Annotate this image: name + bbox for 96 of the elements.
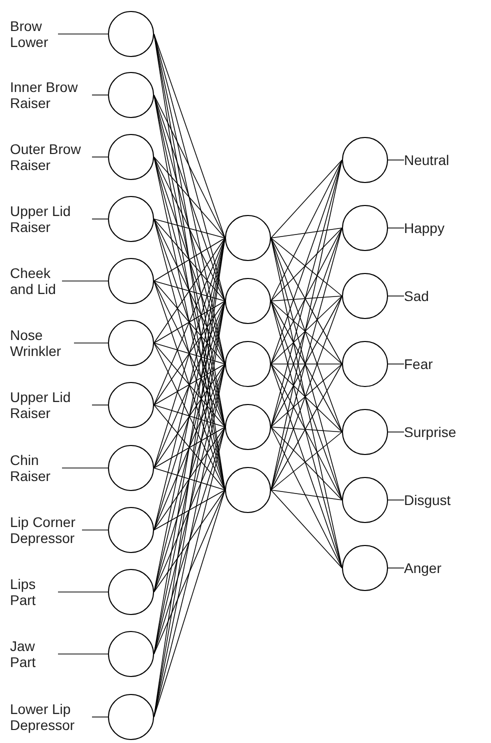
connection-line (154, 300, 226, 406)
neuron-circle (108, 507, 154, 553)
connection-line (154, 218, 226, 302)
node-label: Brow Lower (10, 18, 56, 50)
neuron-circle (108, 320, 154, 366)
neuron-circle (108, 196, 154, 242)
connection-line (154, 280, 226, 364)
leader-line (92, 156, 108, 158)
node-label: Lip Corner Depressor (10, 514, 80, 546)
leader-line (92, 94, 108, 96)
leader-line (92, 716, 108, 718)
node-label: Neutral (404, 152, 450, 168)
neuron-circle (108, 258, 154, 304)
connection-line (154, 404, 226, 490)
neuron-circle (225, 215, 271, 261)
connection-line (154, 238, 226, 344)
neuron-circle (108, 694, 154, 740)
connection-line (154, 490, 226, 718)
node-label: Jaw Part (10, 638, 56, 670)
neuron-circle (108, 134, 154, 180)
neuron-circle (225, 467, 271, 513)
connection-line (270, 238, 342, 296)
connection-line (154, 364, 226, 468)
neuron-circle (342, 409, 388, 455)
neuron-circle (108, 445, 154, 491)
node-label: Anger (404, 560, 442, 576)
connection-line (154, 218, 226, 364)
connection-line (154, 342, 226, 490)
node-label: Sad (404, 288, 429, 304)
connection-line (270, 228, 342, 302)
neuron-circle (108, 382, 154, 428)
connection-line (154, 34, 226, 238)
connection-line (154, 218, 226, 238)
node-label: Nose Wrinkler (10, 327, 72, 359)
neuron-circle (342, 477, 388, 523)
connection-line (154, 300, 226, 468)
node-label: Happy (404, 220, 444, 236)
connection-line (154, 490, 226, 654)
connection-line (154, 156, 226, 302)
connection-line (154, 342, 226, 364)
node-label: Disgust (404, 492, 451, 508)
connection-line (270, 426, 342, 500)
neuron-circle (225, 404, 271, 450)
node-label: Fear (404, 356, 433, 372)
connection-line (154, 404, 226, 428)
neuron-circle (225, 341, 271, 387)
node-label: Surprise (404, 424, 456, 440)
connection-line (154, 468, 226, 490)
neuron-circle (342, 205, 388, 251)
connection-line (270, 426, 342, 568)
connection-line (270, 228, 342, 238)
connection-line (154, 490, 226, 592)
neuron-circle (342, 545, 388, 591)
neuron-circle (108, 631, 154, 677)
connection-line (270, 426, 342, 432)
connection-line (154, 426, 226, 530)
leader-line (74, 342, 108, 344)
leader-line (92, 218, 108, 220)
connection-line (270, 490, 342, 500)
connection-line (154, 300, 226, 344)
neuron-circle (108, 11, 154, 57)
neuron-circle (342, 137, 388, 183)
leader-line (92, 404, 108, 406)
connection-line (154, 238, 226, 406)
connection-line (154, 364, 226, 530)
node-label: Upper Lid Raiser (10, 203, 90, 235)
neuron-circle (108, 569, 154, 615)
connection-line (154, 94, 226, 238)
connection-line (270, 432, 342, 490)
connection-line (270, 490, 342, 568)
connection-line (154, 238, 226, 282)
connection-line (154, 490, 226, 530)
neuron-circle (342, 341, 388, 387)
connection-line (270, 160, 342, 364)
node-label: Lips Part (10, 576, 56, 608)
connection-line (154, 156, 226, 238)
connection-line (270, 160, 342, 302)
node-label: Lower Lip Depressor (10, 701, 90, 733)
connection-line (154, 342, 226, 428)
node-label: Upper Lid Raiser (10, 389, 90, 421)
node-label: Chin Raiser (10, 452, 60, 484)
connection-line (154, 280, 226, 302)
node-label: Outer Brow Raiser (10, 141, 90, 173)
neuron-circle (225, 278, 271, 324)
connection-line (154, 426, 226, 468)
connection-line (270, 160, 342, 238)
connection-line (154, 426, 226, 592)
node-label: Inner Brow Raiser (10, 79, 90, 111)
connection-line (154, 280, 226, 428)
connection-line (270, 364, 342, 568)
leader-line (62, 280, 108, 282)
connection-line (270, 296, 342, 302)
neuron-circle (342, 273, 388, 319)
neuron-circle (108, 72, 154, 118)
connection-line (154, 364, 226, 406)
node-label: Cheek and Lid (10, 265, 60, 297)
